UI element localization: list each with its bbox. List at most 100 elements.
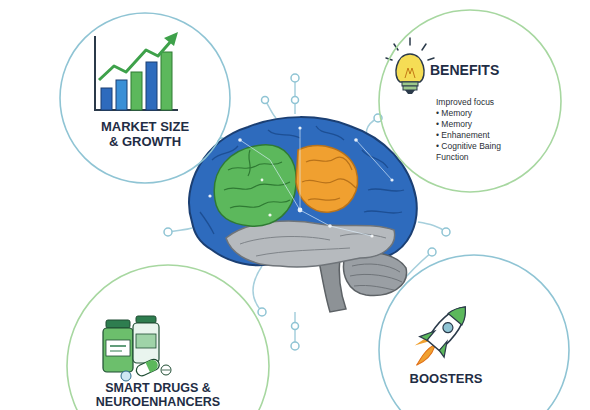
topic-circle: BOOSTERS <box>378 254 570 410</box>
lightbulb-icon-part-part <box>428 58 434 60</box>
lightbulb-icon-part <box>403 86 417 90</box>
brain-part-part <box>240 237 330 244</box>
rocket-icon <box>404 297 477 376</box>
pill-bottles-icon-part <box>133 323 159 363</box>
brain-part-part <box>316 126 344 140</box>
brain-part <box>208 126 393 237</box>
circle-outline <box>60 13 230 183</box>
pill-bottles-icon-part <box>121 371 131 381</box>
pill-bottles-icon-part <box>103 328 133 372</box>
lightbulb-icon-part <box>402 82 418 86</box>
growth-chart-icon-part <box>146 62 157 110</box>
brain-part <box>224 150 290 208</box>
network-dots-part <box>292 97 299 104</box>
circle-outline <box>67 265 269 410</box>
network-dots-part <box>428 248 436 256</box>
rocket-icon-part <box>448 301 472 325</box>
brain-part <box>350 264 402 290</box>
brain-part-part <box>308 198 340 200</box>
rocket-icon-part <box>441 321 455 335</box>
network-dots-part <box>291 342 299 350</box>
benefit-item: • Memory <box>436 108 520 119</box>
benefit-item: • Enhanement <box>436 130 520 141</box>
pill-bottles-icon-part <box>136 334 156 348</box>
pill-bottles-icon-part <box>162 370 170 371</box>
brain-part <box>240 128 392 236</box>
brain-part-part <box>340 234 386 238</box>
topic-title: BENEFITS <box>430 62 540 78</box>
network-dots-part <box>291 74 299 82</box>
pill-bottles-icon-part-part <box>135 357 161 377</box>
circle-outline <box>379 255 569 410</box>
pill-bottles-icon-part <box>110 345 126 347</box>
brain-part-part <box>224 182 290 190</box>
lightbulb-icon <box>386 38 434 94</box>
network-lines <box>168 78 446 346</box>
growth-chart-icon-part <box>131 72 142 110</box>
brain-part-part <box>300 128 301 210</box>
brain-part-part <box>212 146 238 160</box>
pill-bottles-icon-part <box>110 351 122 352</box>
growth-chart-icon-part <box>161 52 172 110</box>
lightbulb-icon-part-part <box>409 38 411 45</box>
brain-part-part <box>352 264 400 272</box>
rocket-icon-part <box>420 326 435 342</box>
topic-circle: BENEFITSImproved focus• Memory• Memory• … <box>378 9 562 193</box>
network-dots-part <box>292 323 299 330</box>
benefit-item: • Cognitive Baing Function <box>436 141 512 163</box>
brain-part <box>214 145 296 226</box>
brain-part-part <box>240 140 372 236</box>
growth-chart-icon <box>95 32 178 110</box>
lightbulb-icon-part <box>405 68 415 78</box>
rocket-icon-part <box>426 301 473 352</box>
growth-chart-icon-part <box>99 40 172 80</box>
brain-part <box>296 146 358 212</box>
network-dots <box>164 74 450 350</box>
benefit-item: Improved focus <box>436 97 520 108</box>
brain-part-part <box>268 130 300 138</box>
pill-bottles-icon-part <box>135 357 161 377</box>
network-dots-part <box>258 308 266 316</box>
topic-circle: SMART DRUGS & NEUROENHANCERS <box>66 264 270 410</box>
lightbulb-icon-part <box>396 54 424 82</box>
pill-bottles-icon-part <box>136 316 156 323</box>
brain-part <box>302 157 356 200</box>
brain-part-part <box>350 274 402 282</box>
topic-title: BOOSTERS <box>396 372 496 387</box>
brain-part-part <box>268 213 271 216</box>
brain-part-part <box>200 212 214 234</box>
topic-title: SMART DRUGS & NEUROENHANCERS <box>92 381 224 410</box>
brain-part-part <box>362 150 388 168</box>
brain-part <box>226 221 395 267</box>
brain-part-part <box>354 285 394 290</box>
circle-outline <box>59 12 231 184</box>
brain-part-part <box>256 248 350 256</box>
pill-bottles-icon-part <box>106 320 130 328</box>
network-dots-part <box>442 228 450 236</box>
brain-part-part <box>368 189 404 191</box>
brain-part-part <box>261 179 264 182</box>
brain-part-part <box>302 179 356 188</box>
brain-part-part <box>248 150 250 176</box>
growth-chart-icon-part <box>95 36 178 110</box>
pill-bottles-icon-part <box>161 365 171 375</box>
brain-part-part <box>364 211 402 213</box>
rocket-icon-part <box>415 344 436 368</box>
brain-part-part <box>208 194 211 197</box>
rocket-icon-part <box>438 341 453 357</box>
brain-part-part <box>356 140 392 180</box>
pill-bottles-icon-part <box>106 340 130 356</box>
network-dots-part <box>262 97 269 104</box>
network-lines-part <box>253 266 262 312</box>
pill-bottles-icon <box>103 316 171 381</box>
circle-outline <box>378 254 570 410</box>
lightbulb-icon-part-part <box>422 44 426 50</box>
circle-outline <box>379 10 561 192</box>
brain-part-part <box>306 157 352 170</box>
benefit-item: • Memory <box>436 119 520 130</box>
brain <box>189 117 417 312</box>
brain-part-part <box>230 200 290 208</box>
